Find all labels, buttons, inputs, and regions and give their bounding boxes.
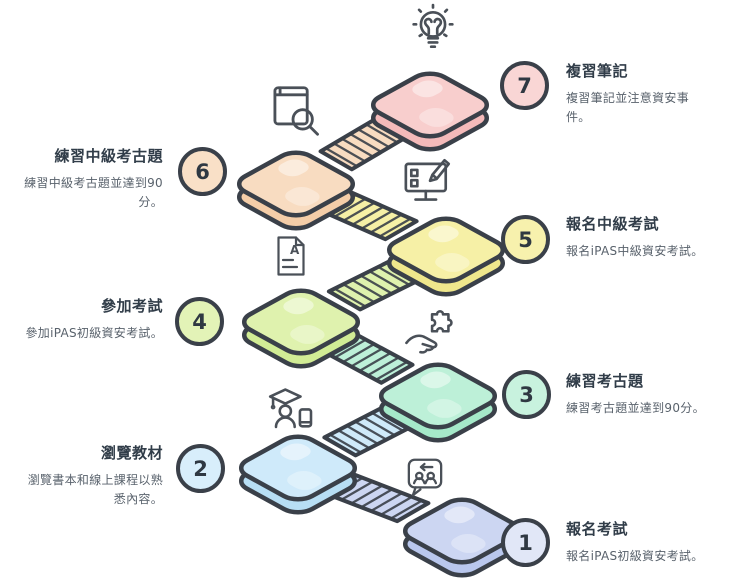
graded-paper-icon: A [266, 232, 314, 280]
step-3-label: 練習考古題 練習考古題並達到90分。 [566, 371, 706, 418]
step-4-title: 參加考試 [100, 297, 163, 315]
chat-people-icon [400, 453, 450, 503]
step-5-number: 5 [518, 227, 533, 252]
step-5-title: 報名中級考試 [566, 215, 660, 233]
step-4-badge: 4 [175, 297, 224, 346]
step-6-title: 練習中級考古題 [54, 147, 163, 165]
step-7-desc: 複習筆記並注意資安事件。 [566, 91, 690, 124]
step-5-badge: 5 [501, 215, 550, 264]
hand-puzzle-icon [400, 305, 456, 361]
step-6-desc: 練習中級考古題並達到90分。 [24, 176, 163, 209]
step-4-number: 4 [192, 309, 207, 334]
step-3-title: 練習考古題 [566, 372, 644, 390]
step-7-label: 複習筆記 複習筆記並注意資安事件。 [566, 61, 706, 127]
lightbulb-icon [404, 2, 462, 60]
step-2-badge: 2 [176, 444, 225, 493]
step-1-badge: 1 [501, 518, 550, 567]
step-1-title: 報名考試 [566, 520, 629, 538]
svg-text:A: A [290, 243, 300, 257]
step-5-desc: 報名iPAS中級資安考試。 [566, 244, 704, 258]
step-6-badge: 6 [178, 147, 227, 196]
step-1-number: 1 [518, 530, 533, 555]
book-search-icon [262, 80, 324, 142]
step-6-label: 練習中級考古題 練習中級考古題並達到90分。 [23, 146, 163, 212]
step-1-desc: 報名iPAS初級資安考試。 [566, 549, 704, 563]
step-5-label: 報名中級考試 報名iPAS中級資安考試。 [566, 214, 706, 261]
step-2-title: 瀏覽教材 [100, 444, 163, 462]
step-1-label: 報名考試 報名iPAS初級資安考試。 [566, 519, 706, 566]
step-7-number: 7 [517, 73, 532, 98]
step-6-number: 6 [195, 159, 210, 184]
step-4-label: 參加考試 參加iPAS初級資安考試。 [23, 296, 163, 343]
step-2-number: 2 [193, 456, 208, 481]
step-3-number: 3 [519, 382, 534, 407]
step-2-desc: 瀏覽書本和線上課程以熟悉內容。 [27, 473, 163, 506]
step-7-title: 複習筆記 [566, 62, 629, 80]
step-2-label: 瀏覽教材 瀏覽書本和線上課程以熟悉內容。 [23, 443, 163, 509]
monitor-pencil-icon [398, 153, 456, 211]
step-7-badge: 7 [500, 61, 549, 110]
step-4-desc: 參加iPAS初級資安考試。 [25, 326, 163, 340]
graduate-book-icon [262, 382, 318, 438]
step-3-desc: 練習考古題並達到90分。 [566, 401, 705, 415]
step-3-badge: 3 [502, 370, 551, 419]
